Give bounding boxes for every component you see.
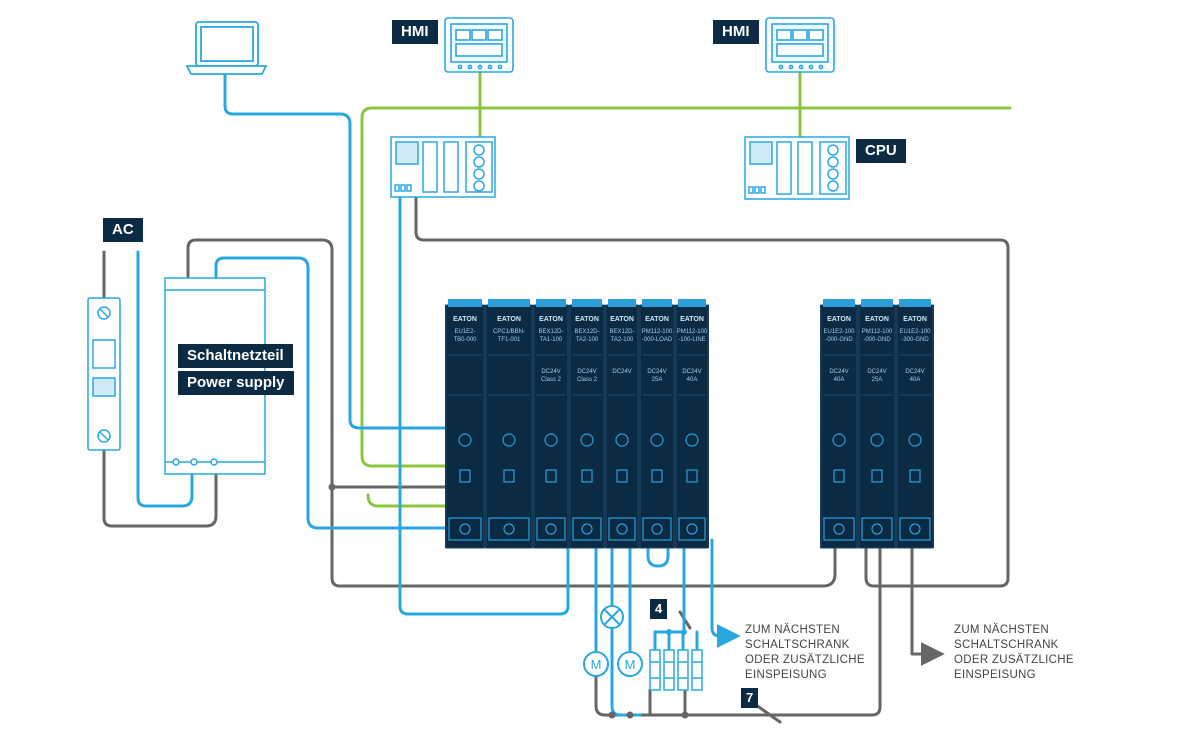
rack1-module-6-brand: EATON: [645, 316, 669, 323]
rack1-module-2-terminal: [488, 517, 530, 541]
rack1-module-1-clip: [448, 299, 482, 307]
rack2-module-1-indicator: [832, 433, 846, 447]
rack1-module-4-brand: EATON: [575, 316, 599, 323]
motor-right-icon: [617, 651, 643, 677]
rack1-module-3-brand: EATON: [539, 316, 563, 323]
rack1-module-7: [675, 304, 709, 549]
rack1-module-3-indicator: [544, 433, 558, 447]
lamp-icon: [600, 605, 624, 629]
rack1-module-3-terminal: [536, 517, 566, 541]
rack2-module-2-indicator: [870, 433, 884, 447]
laptop-icon: [185, 21, 268, 75]
io-module-rack-1: EATON EU1E2-TB0-000 EATON CPC1/BBN-TF1-001 E…: [445, 299, 709, 549]
rack2-module-1-brand: EATON: [827, 316, 851, 323]
rack1-module-1: [445, 304, 485, 549]
rack1-module-4-indicator: [580, 433, 594, 447]
rack1-module-3-clip: [536, 299, 566, 307]
rack2-module-1-clip: [823, 299, 855, 307]
hmi-right-label: HMI: [713, 20, 759, 44]
marker-7: 7: [741, 688, 759, 708]
rack1-module-5-model: BEX12D-TA2-100: [609, 329, 634, 343]
rack2-module-1-terminal: [823, 517, 855, 541]
motor-right-label: M: [625, 657, 636, 672]
rack1-module-3-model: BEX12D-TA1-100: [538, 329, 563, 343]
rack1-module-5-clip: [608, 299, 636, 307]
rack1-module-4-clip: [572, 299, 602, 307]
rack1-module-5-brand: EATON: [610, 316, 634, 323]
rack1-module-7-model: PM112-100-100-LINE: [677, 329, 708, 343]
hmi-panel-right-icon: [765, 17, 835, 73]
hmi-panel-left-icon: [444, 17, 514, 73]
cpu-label: CPU: [856, 139, 906, 163]
rack2-module-2-brand: EATON: [865, 316, 889, 323]
junction-dots-blue: [666, 629, 687, 635]
rack1-module-2-brand: EATON: [497, 316, 521, 323]
rack1-module-1-terminal: [448, 517, 482, 541]
rack2-module-3-model: EU1E2-100-300-GND: [899, 329, 931, 343]
rack2-module-2-terminal: [861, 517, 893, 541]
rack1-module-6: [639, 304, 675, 549]
rack1-module-1-brand: EATON: [453, 316, 477, 323]
rack2-module-3-terminal: [899, 517, 931, 541]
rack2-module-1-model: EU1E2-100-000-GND: [823, 329, 855, 343]
rack1-module-7-terminal: [678, 517, 706, 541]
power-supply-label-de: Schaltnetzteil: [178, 344, 293, 368]
rack1-module-7-brand: EATON: [680, 316, 704, 323]
rack1-module-6-indicator: [650, 433, 664, 447]
rack1-module-5-terminal: [608, 517, 636, 541]
rack1-module-6-terminal: [642, 517, 672, 541]
rack1-module-6-clip: [642, 299, 672, 307]
rack1-module-5-indicator: [615, 433, 629, 447]
marker-4: 4: [650, 599, 668, 619]
rack1-module-6-model: PM112-100-000-LOAD: [642, 329, 673, 343]
gray-wires: [102, 194, 1010, 724]
rack1-module-2-clip: [488, 299, 530, 307]
rack2-module-3-clip: [899, 299, 931, 307]
power-supply-label-en: Power supply: [178, 371, 294, 395]
rack1-module-1-indicator: [458, 433, 472, 447]
rack1-module-4-terminal: [572, 517, 602, 541]
rack1-module-7-clip: [678, 299, 706, 307]
rack1-module-5: [605, 304, 639, 549]
rack1-module-7-indicator: [685, 433, 699, 447]
rack1-module-2-model: CPC1/BBN-TF1-001: [493, 329, 525, 343]
rack2-module-2-model: PM112-100-000-GND: [862, 329, 893, 343]
motor-left-label: M: [591, 657, 602, 672]
circuit-breaker-icon: [87, 297, 121, 451]
plc-cpu-icon: [744, 136, 850, 200]
rack1-module-1-model: EU1E2-TB0-000: [453, 329, 477, 343]
blue-wires: [136, 72, 741, 717]
motor-left-icon: [583, 651, 609, 677]
next-cabinet-note-1: ZUM NÄCHSTEN SCHALTSCHRANK ODER ZUSÄTZLI…: [745, 624, 865, 681]
rack1-module-4: [569, 304, 605, 549]
rack1-module-2-indicator: [502, 433, 516, 447]
rack2-module-1: [820, 304, 858, 549]
rack2-module-2: [858, 304, 896, 549]
ac-label: AC: [103, 218, 143, 242]
sensor-array-icon: [649, 649, 703, 691]
rack2-module-3-indicator: [908, 433, 922, 447]
plc-left-icon: [390, 136, 496, 198]
next-cabinet-note-2: ZUM NÄCHSTEN SCHALTSCHRANK ODER ZUSÄTZLI…: [954, 624, 1074, 681]
rack2-module-3-brand: EATON: [903, 316, 927, 323]
green-bus-wires: [360, 68, 1012, 508]
rack1-module-3: [533, 304, 569, 549]
hmi-left-label: HMI: [392, 20, 438, 44]
junction-dots: [328, 483, 689, 719]
rack2-module-2-clip: [861, 299, 893, 307]
rack1-module-2: [485, 304, 533, 549]
rack2-module-3: [896, 304, 934, 549]
rack1-module-4-model: BEX12D-TA2-100: [574, 329, 599, 343]
rack1-module-5-rating: DC24V: [612, 369, 631, 375]
